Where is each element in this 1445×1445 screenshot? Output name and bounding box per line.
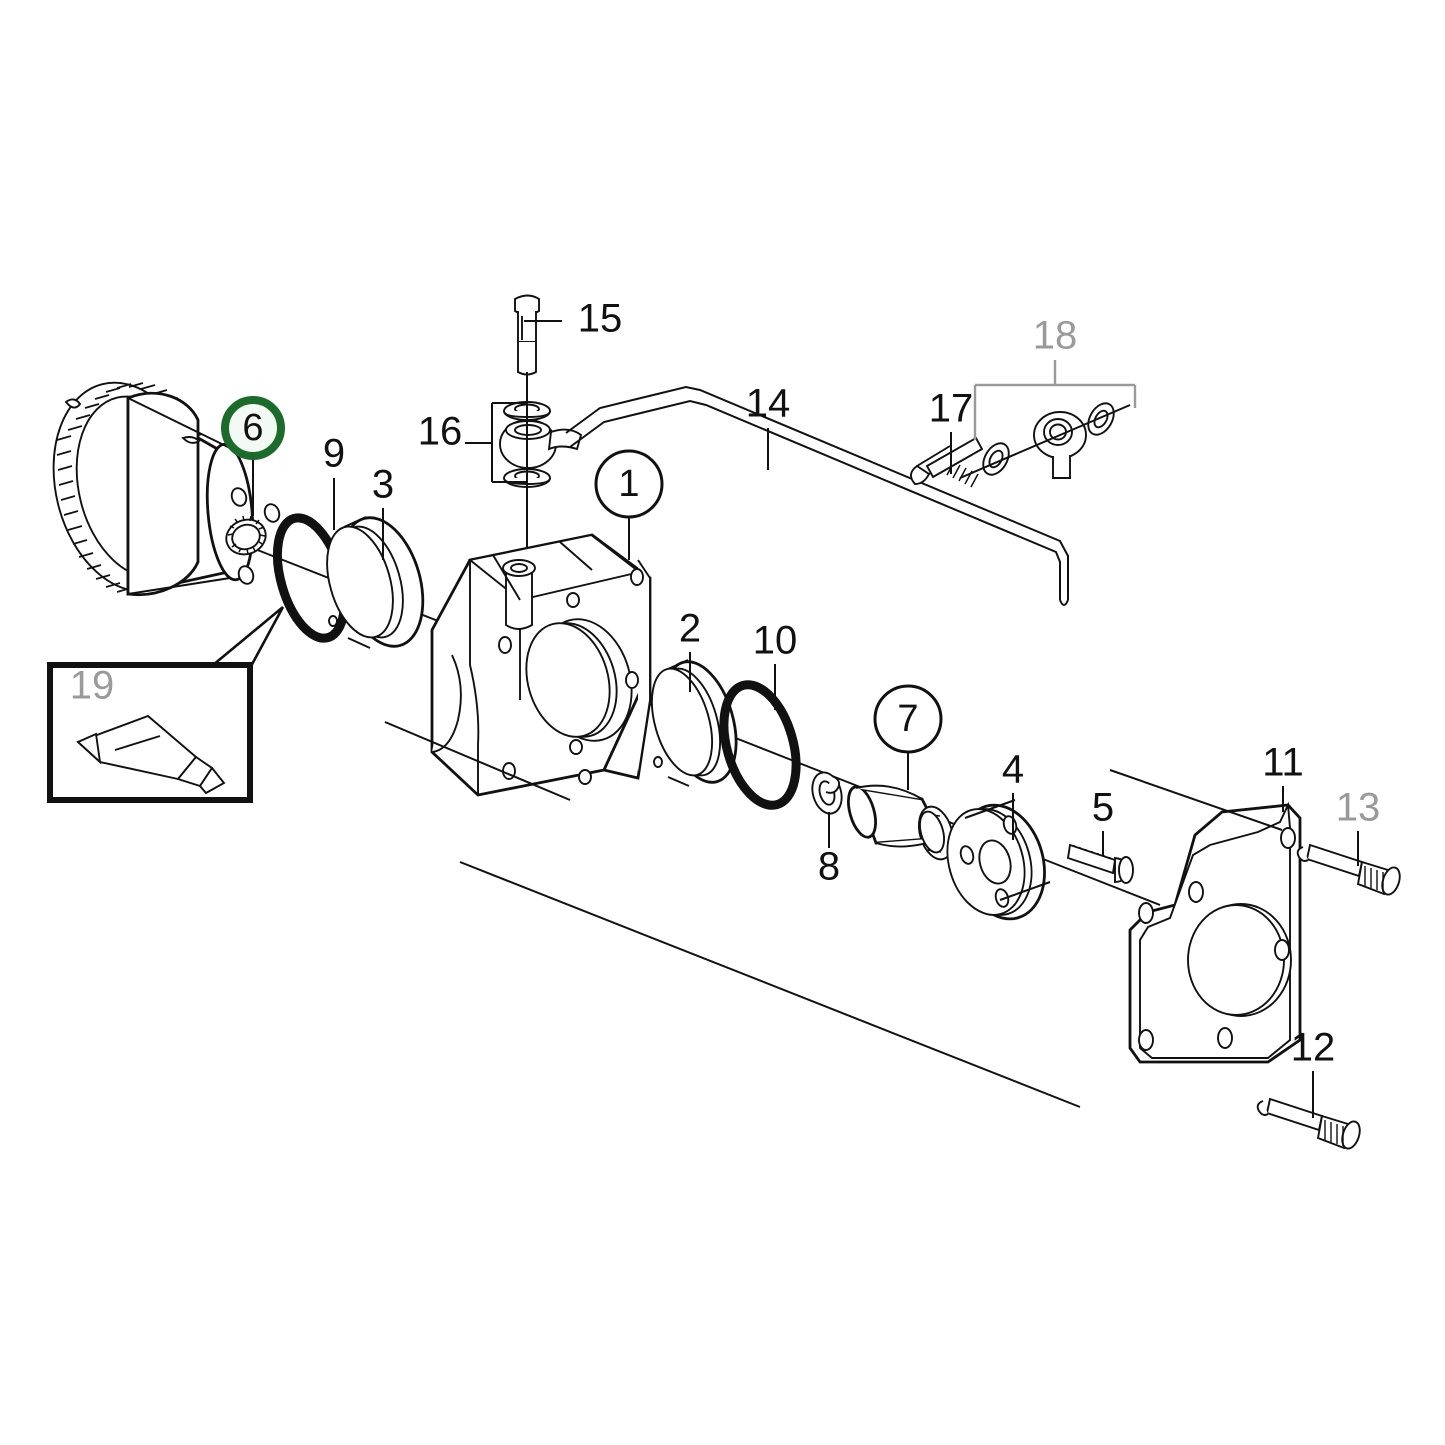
- label-14: 14: [746, 382, 791, 426]
- label-3: 3: [372, 463, 394, 507]
- banjo-bolt-lower[interactable]: [910, 436, 984, 488]
- sealant-tube-icon: [76, 714, 226, 795]
- flange-plate[interactable]: [936, 795, 1058, 929]
- label-15: 15: [578, 297, 623, 341]
- seal-ring[interactable]: [315, 508, 436, 656]
- label-10: 10: [753, 619, 798, 663]
- mounting-bracket[interactable]: [1128, 801, 1302, 1064]
- starter-motor-gear-assembly[interactable]: [32, 367, 281, 608]
- sealant-inset-box[interactable]: [47, 605, 285, 803]
- motor-end-face: [225, 487, 281, 585]
- label-11: 11: [1262, 741, 1304, 785]
- retaining-ring[interactable]: [641, 653, 749, 790]
- banjo-bolt-upper[interactable]: [514, 294, 540, 376]
- bolt-upper[interactable]: [1296, 843, 1403, 897]
- label-2: 2: [679, 607, 701, 651]
- bolt-lower[interactable]: [1256, 1097, 1363, 1151]
- label-12: 12: [1291, 1026, 1336, 1070]
- callout-circle-6[interactable]: [221, 396, 285, 460]
- oil-pipe[interactable]: [565, 385, 1069, 606]
- screw[interactable]: [1066, 843, 1134, 884]
- label-1: 1: [618, 463, 639, 505]
- circlip[interactable]: [808, 769, 846, 817]
- label-5: 5: [1092, 786, 1114, 830]
- pump-housing[interactable]: [430, 533, 652, 797]
- label-6: 6: [242, 407, 263, 449]
- callout-circle-7[interactable]: [873, 684, 943, 754]
- label-18: 18: [1033, 314, 1078, 358]
- label-16: 16: [418, 410, 463, 454]
- o-ring-outer[interactable]: [711, 676, 809, 813]
- banjo-body: [499, 419, 583, 469]
- label-13: 13: [1336, 786, 1381, 830]
- bolt-head-splines: [1324, 1120, 1344, 1146]
- pipe-banjo-eye: [1033, 411, 1087, 479]
- label-7: 7: [897, 698, 918, 740]
- spline-teeth: [227, 515, 266, 555]
- label-9: 9: [323, 432, 345, 476]
- banjo-fitting-washers[interactable]: [465, 372, 583, 563]
- callout-circle-1[interactable]: [594, 449, 664, 519]
- label-19: 19: [70, 664, 115, 708]
- bolt-head-splines: [1364, 866, 1384, 892]
- label-17: 17: [929, 387, 974, 431]
- leader-lines: [252, 320, 1359, 1118]
- label-8: 8: [818, 845, 840, 889]
- sealing-washer-b: [1087, 402, 1115, 436]
- sealing-washer-pair[interactable]: [959, 399, 1131, 479]
- coupling-sleeve[interactable]: [843, 784, 959, 864]
- label-4: 4: [1002, 748, 1024, 792]
- sealing-washer-a: [982, 442, 1010, 476]
